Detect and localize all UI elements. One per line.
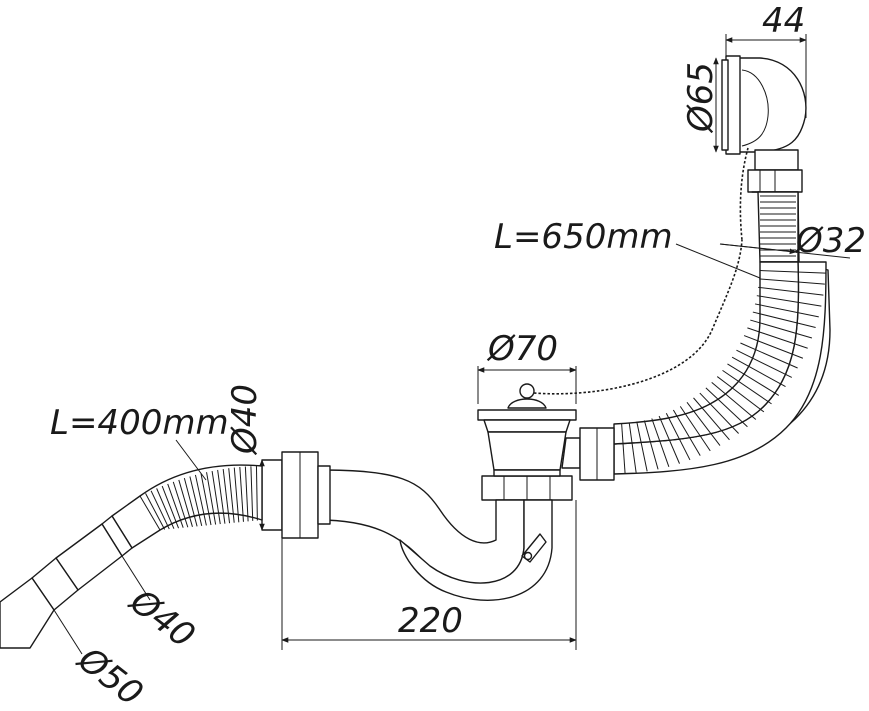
overflow-chain	[739, 147, 749, 241]
drain-body	[477, 239, 743, 501]
overflow-hose-ribs	[613, 195, 826, 474]
overflow-hose	[613, 191, 831, 475]
outlet-hose-ribs	[139, 466, 263, 531]
dimensions	[53, 34, 851, 655]
label-overflow-hose-length: L=650mm	[494, 217, 673, 257]
outlet-connector	[261, 451, 331, 539]
overflow-head	[721, 55, 807, 193]
label-overflow-hose-diameter: Ø32	[794, 221, 866, 261]
label-outlet-reducer-large: Ø50	[69, 638, 150, 711]
plug-chain	[533, 239, 743, 395]
outlet-hose	[0, 464, 263, 649]
label-width: 220	[398, 601, 463, 641]
label-overflow-depth: 44	[762, 1, 805, 41]
label-outlet-hose-length: L=400mm	[50, 403, 229, 443]
label-outlet-reducer-small: Ø40	[121, 580, 202, 656]
label-outlet-diameter: Ø40	[225, 384, 265, 456]
label-drain-diameter: Ø70	[486, 329, 558, 369]
s-trap	[317, 469, 553, 601]
label-overflow-diameter: Ø65	[681, 62, 721, 134]
